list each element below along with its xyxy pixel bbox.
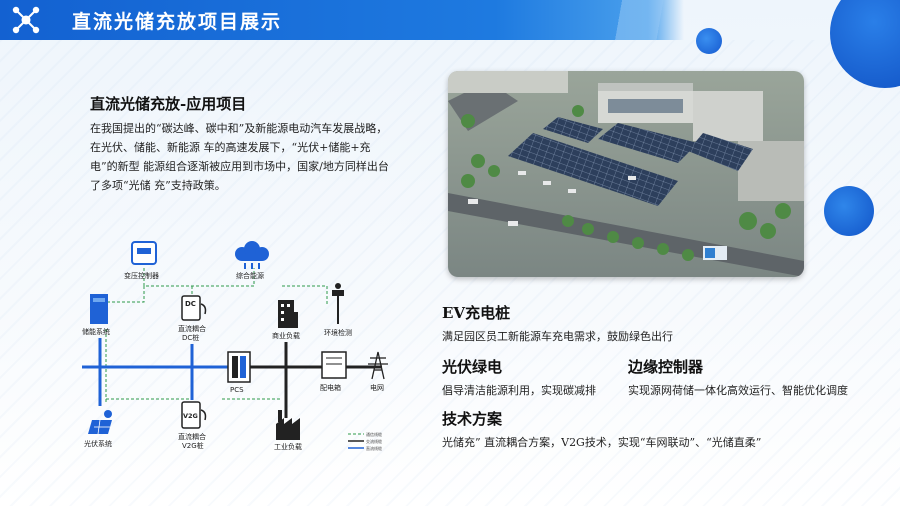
label-dc-charger-2: DC桩 <box>182 333 199 342</box>
system-diagram: 变压控制器 综合能源 储能系统 DC 直流耦合 DC桩 商业负载 环境检测 <box>82 241 388 451</box>
label-commercial: 商业负载 <box>272 331 300 340</box>
cloud-icon <box>235 241 269 269</box>
section-pv-desc: 倡导清洁能源利用，实现碳减排 <box>442 384 596 397</box>
label-dc-charger-1: 直流耦合 <box>178 324 206 333</box>
label-grid: 电网 <box>370 383 384 392</box>
section-ev-title: EV充电桩 <box>442 304 511 322</box>
intro-heading: 直流光储充放-应用项目 <box>90 95 247 113</box>
intro-paragraph: 在我国提出的“碳达峰、碳中和”及新能源电动汽车发展战略，在光伏、储能、新能源 车… <box>90 122 389 192</box>
svg-text:通信线缆: 通信线缆 <box>366 431 382 437</box>
label-industrial: 工业负载 <box>274 442 302 451</box>
header-stripe <box>560 0 760 40</box>
section-edge-desc: 实现源网荷储一体化高效运行、智能优化调度 <box>628 384 848 397</box>
label-distribution: 配电箱 <box>320 383 341 392</box>
section-tech-desc: 光储充” 直流耦合方案，V2G技术，实现“车网联动”、“光储直柔” <box>442 436 762 449</box>
decor-circle-large <box>830 0 900 88</box>
page-title: 直流光储充放项目展示 <box>72 11 283 33</box>
label-integrated-energy: 综合能源 <box>236 271 264 280</box>
project-aerial-photo <box>448 71 804 277</box>
label-pv: 光伏系统 <box>84 439 112 448</box>
label-transformer: 变压控制器 <box>124 271 159 280</box>
svg-text:交流线缆: 交流线缆 <box>366 438 382 444</box>
power-tower-icon <box>368 351 388 380</box>
section-pv-title: 光伏绿电 <box>442 358 503 376</box>
factory-icon <box>276 410 300 440</box>
diagram-legend: 通信线缆 交流线缆 直流线缆 <box>348 431 382 451</box>
decor-circle-small <box>696 28 722 54</box>
section-tech-title: 技术方案 <box>442 410 503 428</box>
badge-dc: DC <box>185 300 196 308</box>
label-v2g-charger-1: 直流耦合 <box>178 432 206 441</box>
label-env-monitor: 环境检测 <box>324 328 352 337</box>
svg-text:直流线缆: 直流线缆 <box>366 445 382 451</box>
network-hub-icon <box>12 6 40 34</box>
label-pcs: PCS <box>230 386 244 394</box>
section-ev-desc: 满足园区员工新能源车充电需求，鼓励绿色出行 <box>442 330 673 343</box>
label-storage: 储能系统 <box>82 327 110 336</box>
badge-v2g: V2G <box>183 412 198 420</box>
label-v2g-charger-2: V2G桩 <box>182 441 204 450</box>
solar-panel-icon <box>88 410 112 435</box>
section-edge-title: 边缘控制器 <box>628 358 704 376</box>
decor-circle-medium <box>824 186 874 236</box>
